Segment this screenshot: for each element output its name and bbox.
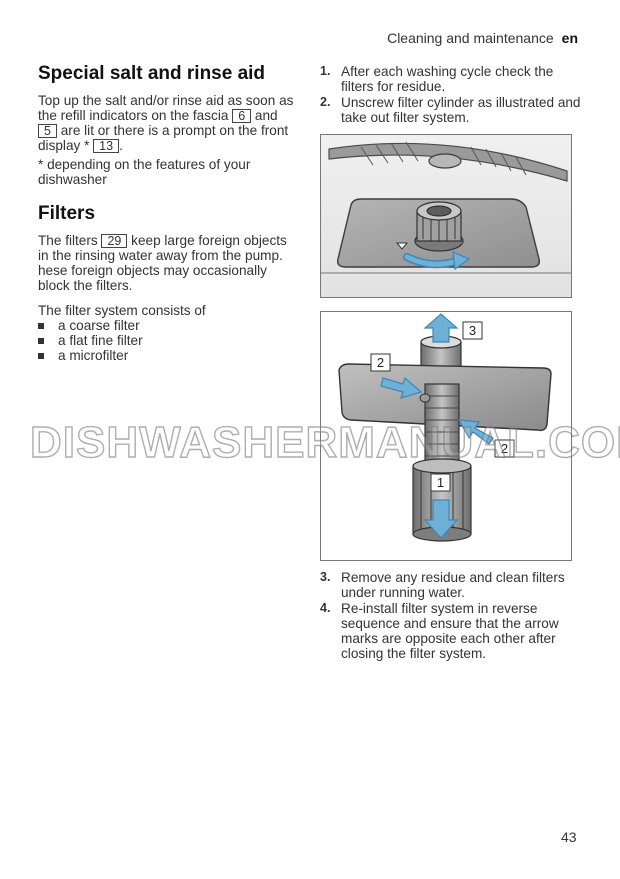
steps-list-top: 1. After each washing cycle check the fil… [320, 64, 582, 126]
ref-box: 29 [101, 234, 128, 248]
step-text: Remove any residue and clean filters und… [341, 570, 565, 600]
filters-intro: The filter system consists of [38, 303, 206, 318]
step-item: 3. Remove any residue and clean filters u… [320, 570, 582, 600]
step-number: 1. [320, 64, 331, 78]
step-text: After each washing cycle check the filte… [341, 64, 554, 94]
svg-text:2: 2 [377, 355, 384, 370]
step-item: 4. Re-install filter system in reverse se… [320, 601, 582, 661]
ref-box: 6 [232, 109, 252, 123]
filter-list: a coarse filter a flat fine filter a mic… [38, 318, 143, 363]
filter-parts-figure: 3 2 2 1 [320, 311, 572, 561]
salt-heading: Special salt and rinse aid [38, 63, 266, 84]
salt-note: * depending on the features of your dish… [38, 157, 251, 187]
page-number: 43 [561, 829, 577, 845]
svg-text:2: 2 [501, 441, 508, 456]
label-2-upper: 2 [370, 353, 391, 372]
step-item: 1. After each washing cycle check the fil… [320, 64, 582, 94]
step-text: Re-install filter system in reverse sequ… [341, 601, 559, 661]
label-3: 3 [462, 321, 483, 340]
ref-box: 5 [38, 124, 57, 138]
svg-text:1: 1 [437, 475, 444, 490]
watermark: DISHWASHERMANUAL.COM [29, 417, 620, 467]
filters-heading: Filters [38, 203, 96, 224]
list-item: a microfilter [38, 348, 143, 363]
filters-paragraph: The filters 29 keep large foreign object… [38, 233, 287, 293]
step-number: 3. [320, 570, 331, 584]
step-number: 4. [320, 601, 331, 615]
header-section: Cleaning and maintenance [387, 30, 554, 46]
label-2-lower: 2 [494, 439, 515, 458]
filter-removal-illustration [321, 135, 571, 297]
step-item: 2. Unscrew filter cylinder as illustrated… [320, 95, 582, 125]
list-item: a flat fine filter [38, 333, 143, 348]
ref-box: 13 [93, 139, 120, 153]
filter-removal-figure [320, 134, 572, 298]
step-text: Unscrew filter cylinder as illustrated a… [341, 95, 581, 125]
step-number: 2. [320, 95, 331, 109]
filter-parts-illustration: 3 2 2 1 [338, 313, 552, 542]
label-1: 1 [430, 473, 451, 492]
salt-paragraph: Top up the salt and/or rinse aid as soon… [38, 93, 294, 153]
header-language: en [561, 30, 578, 46]
svg-text:3: 3 [469, 323, 476, 338]
page-header: Cleaning and maintenance en [387, 30, 578, 46]
list-item: a coarse filter [38, 318, 143, 333]
steps-list-bottom: 3. Remove any residue and clean filters u… [320, 570, 582, 662]
